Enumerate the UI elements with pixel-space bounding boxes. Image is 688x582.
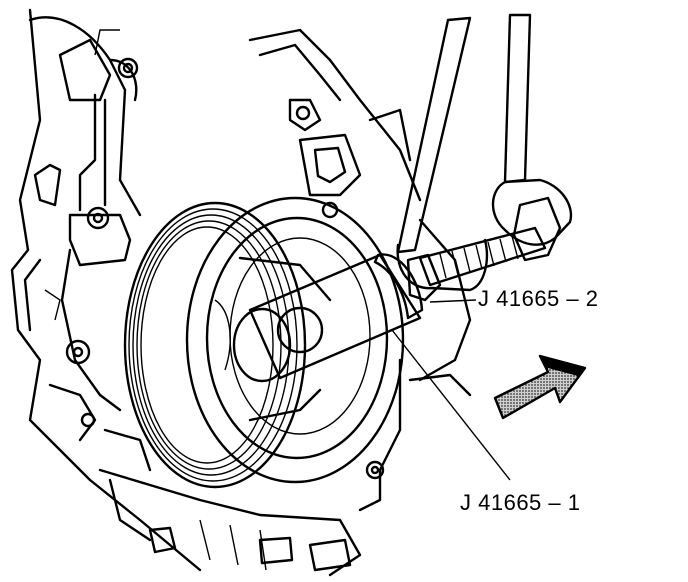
wrench xyxy=(396,13,573,292)
crankshaft-balancer xyxy=(123,196,405,489)
engine-block xyxy=(10,8,472,577)
label-j41665-1: J 41665 – 1 xyxy=(460,490,581,515)
direction-arrow-icon xyxy=(493,354,587,420)
leader-line-j41665-1 xyxy=(391,329,511,481)
label-j41665-2: J 41665 – 2 xyxy=(478,286,599,311)
tool-j41665-2-screw xyxy=(406,196,562,302)
leader-line-j41665-2 xyxy=(429,299,477,303)
tool-j41665-1-body xyxy=(232,253,424,383)
